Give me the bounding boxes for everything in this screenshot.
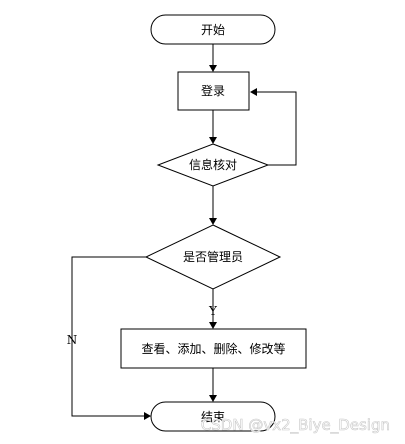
- edge-start-to-login-arrow: [209, 65, 217, 72]
- edge-label-no: N: [67, 333, 78, 347]
- end-label: 结束: [201, 410, 225, 424]
- admin-label: 是否管理员: [183, 249, 243, 264]
- actions-process: [120, 328, 307, 369]
- edge-login-to-verify-arrow: [209, 137, 217, 144]
- start-label: 开始: [201, 23, 225, 37]
- actions-label: 查看、添加、删除、修改等: [141, 341, 285, 356]
- login-label: 登录: [201, 83, 225, 98]
- end-terminal: [150, 401, 276, 432]
- edge-verify-to-admin-arrow: [209, 218, 217, 225]
- edge-admin-no: [71, 256, 146, 417]
- edge-admin-no-arrow: [144, 412, 151, 420]
- verify-label: 信息核对: [189, 157, 237, 172]
- login-process: [177, 71, 250, 111]
- edge-label-yes: Y: [208, 304, 218, 318]
- edge-admin-yes-arrow: [209, 322, 217, 329]
- edge-verify-loop-back-arrow: [250, 88, 257, 96]
- edge-verify-loop-back: [256, 91, 297, 166]
- watermark-text: CSDN @vx2_Biye_Design: [201, 416, 390, 435]
- edge-actions-to-end-arrow: [209, 395, 217, 402]
